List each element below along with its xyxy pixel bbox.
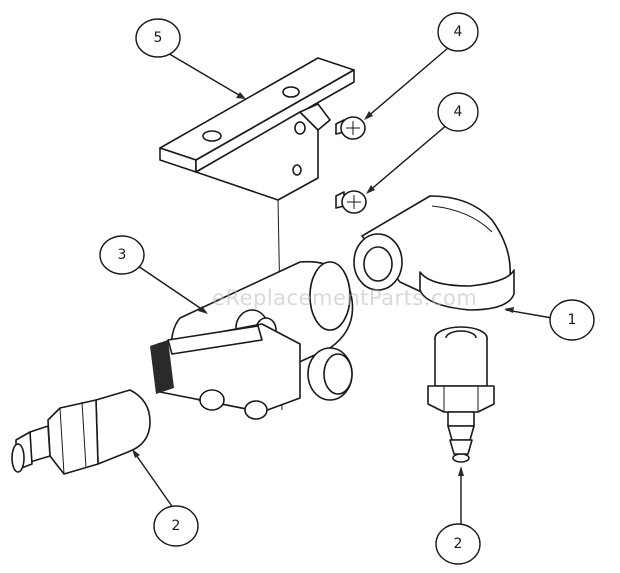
part-1-elbow: [353, 195, 515, 311]
callout-2-left: 2: [153, 505, 199, 547]
callout-2-right-label: 2: [454, 536, 463, 552]
callout-4-top-label: 4: [454, 24, 463, 40]
leader-lines: [132, 47, 553, 524]
callout-3-label: 3: [118, 247, 127, 263]
part-5-bracket: [159, 57, 355, 201]
callout-4-top: 4: [437, 12, 479, 52]
part-4-screw-bottom: [335, 190, 367, 214]
watermark-text: eReplacementParts.com: [212, 286, 477, 310]
callout-3: 3: [99, 235, 145, 275]
callout-5: 5: [135, 18, 181, 58]
callout-1-label: 1: [568, 312, 577, 328]
part-2-hose-barb-left: [11, 389, 151, 475]
part-3-valve: [150, 260, 354, 420]
callout-4-mid: 4: [437, 92, 479, 132]
callout-4-mid-label: 4: [454, 104, 463, 120]
part-2-hose-barb-right: [427, 326, 495, 463]
part-4-screw-top: [335, 116, 366, 140]
callout-5-label: 5: [154, 30, 163, 46]
callout-1: 1: [549, 299, 595, 341]
callout-2-right: 2: [435, 523, 481, 565]
callout-2-left-label: 2: [172, 518, 181, 534]
